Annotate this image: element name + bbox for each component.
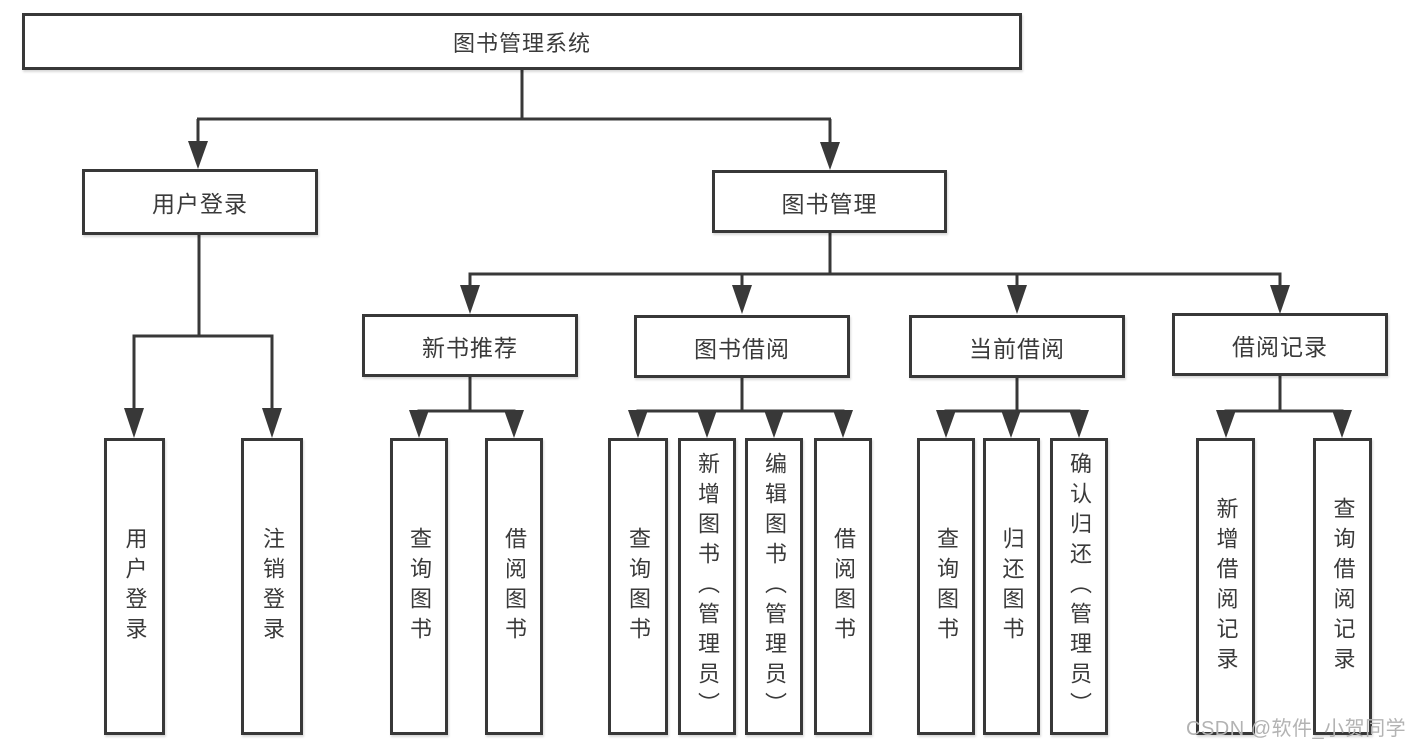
node-label: 用户登录 (152, 191, 248, 217)
leaf-confirm-return-admin: 确认归还（管理员） (1050, 438, 1108, 735)
leaf-borrow-book-borrowing: 借阅图书 (814, 438, 872, 735)
leaf-user-login: 用户登录 (104, 438, 165, 735)
leaf-query-book-borrowing: 查询图书 (608, 438, 668, 735)
arrowhead-icon (732, 285, 752, 314)
arrowhead-icon (409, 410, 429, 438)
node-label: 归还图书 (999, 526, 1025, 647)
arrowhead-icon (460, 285, 480, 314)
node-borrowing-records: 借阅记录 (1172, 313, 1388, 376)
node-book-management: 图书管理 (712, 170, 947, 233)
node-label: 借阅图书 (502, 526, 527, 647)
leaf-edit-book-admin: 编辑图书（管理员） (745, 438, 803, 735)
node-label: 新增借阅记录 (1213, 496, 1239, 677)
arrowhead-icon (124, 408, 144, 438)
node-label: 图书管理系统 (452, 30, 591, 56)
arrowhead-icon (628, 410, 648, 438)
node-new-book-recommend: 新书推荐 (362, 314, 578, 377)
arrowhead-icon (188, 141, 208, 169)
node-label: 查询图书 (934, 526, 959, 647)
node-label: 新书推荐 (422, 334, 518, 361)
leaf-query-book-recommend: 查询图书 (390, 438, 448, 735)
node-label: 借阅图书 (831, 526, 856, 647)
node-label: 新增图书（管理员） (695, 451, 720, 722)
node-label: 确认归还（管理员） (1067, 451, 1092, 722)
node-label: 当前借阅 (969, 335, 1065, 362)
arrowhead-icon (1270, 285, 1290, 314)
node-label: 查询图书 (407, 526, 432, 647)
node-book-borrowing: 图书借阅 (634, 315, 850, 378)
node-label: 查询图书 (626, 526, 651, 647)
node-label: 注销登录 (260, 526, 285, 647)
arrowhead-icon (1216, 410, 1236, 438)
node-current-borrowing: 当前借阅 (909, 315, 1125, 378)
arrowhead-icon (820, 142, 840, 170)
arrowhead-icon (833, 410, 853, 438)
leaf-add-borrow-record: 新增借阅记录 (1196, 438, 1255, 735)
leaf-query-book-current: 查询图书 (917, 438, 975, 735)
arrowhead-icon (764, 410, 784, 438)
arrowhead-icon (697, 410, 717, 438)
watermark: CSDN @软件_小贺同学 (1186, 718, 1405, 740)
leaf-borrow-book-recommend: 借阅图书 (485, 438, 543, 735)
leaf-return-book: 归还图书 (983, 438, 1040, 735)
arrowhead-icon (1069, 410, 1089, 438)
node-label: 编辑图书（管理员） (762, 451, 787, 722)
node-label: 图书借阅 (694, 335, 790, 362)
arrowhead-icon (1332, 410, 1352, 438)
node-user-login: 用户登录 (82, 169, 318, 235)
leaf-query-borrow-record: 查询借阅记录 (1313, 438, 1372, 735)
node-label: 借阅记录 (1232, 333, 1328, 360)
node-label: 用户登录 (122, 526, 148, 647)
arrowhead-icon (504, 410, 524, 438)
arrowhead-icon (262, 408, 282, 438)
arrowhead-icon (1007, 285, 1027, 314)
node-library-system: 图书管理系统 (22, 13, 1022, 70)
arrowhead-icon (936, 410, 956, 438)
node-label: 图书管理 (781, 190, 878, 217)
arrowhead-icon (1001, 410, 1021, 438)
leaf-logout: 注销登录 (241, 438, 303, 735)
leaf-add-book-admin: 新增图书（管理员） (678, 438, 736, 735)
node-label: 查询借阅记录 (1330, 496, 1356, 677)
